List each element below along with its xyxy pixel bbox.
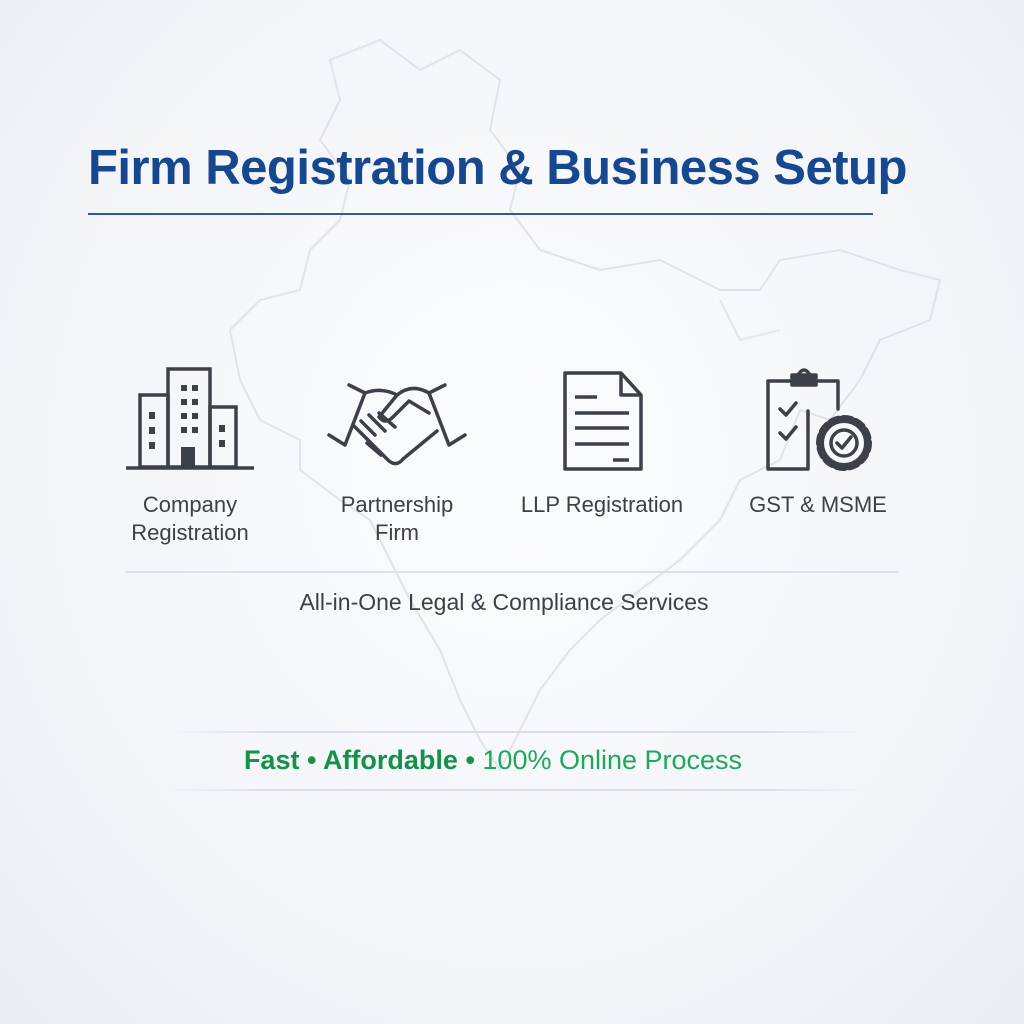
service-llp-registration[interactable]: LLP Registration [502, 365, 702, 519]
tagline-separator: • [299, 745, 323, 775]
tagline-online: 100% Online Process [482, 745, 743, 775]
service-gst-msme[interactable]: GST & MSME [718, 365, 918, 519]
building-icon [126, 367, 254, 470]
tagline-affordable: Affordable [322, 745, 458, 775]
service-label: Company [142, 492, 238, 517]
tagline-fast: Fast [243, 745, 300, 775]
handshake-icon [327, 383, 467, 466]
tagline: Fast • Affordable • 100% Online Process [0, 745, 986, 776]
service-label: Partnership [340, 492, 454, 517]
clipboard-gear-icon [766, 368, 872, 471]
service-label: Registration [131, 520, 249, 545]
document-icon [563, 371, 643, 471]
service-label: Firm [375, 520, 419, 545]
tagline-bottom-rule [165, 789, 865, 791]
page-title: Firm Registration & Business Setup [88, 141, 907, 195]
tagline-top-rule [165, 731, 865, 733]
service-label: GST & MSME [749, 492, 887, 517]
section-divider [125, 571, 899, 573]
tagline-separator: • [457, 745, 483, 775]
title-underline [88, 213, 873, 215]
subtitle: All-in-One Legal & Compliance Services [299, 589, 709, 615]
service-label: LLP Registration [520, 492, 684, 517]
